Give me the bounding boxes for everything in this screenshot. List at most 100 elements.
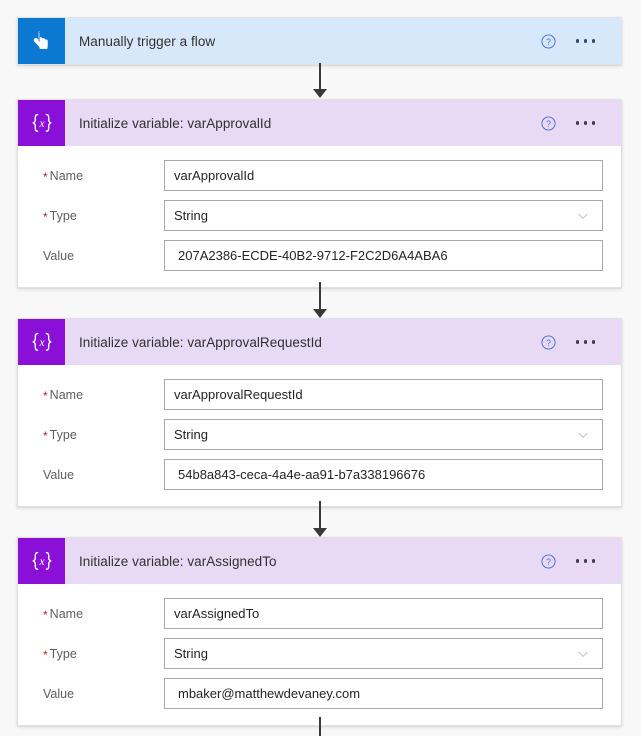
chevron-down-icon[interactable] xyxy=(577,210,589,222)
chevron-down-icon[interactable] xyxy=(577,429,589,441)
field-row-name: * Name varApprovalRequestId xyxy=(36,379,603,410)
connector-arrow-2 xyxy=(313,282,327,318)
curly-braces-x-icon: x xyxy=(18,538,65,584)
field-row-value: Value 54b8a843-ceca-4a4e-aa91-b7a3381966… xyxy=(36,459,603,490)
help-circle-icon[interactable]: ? xyxy=(541,553,556,569)
field-row-name: * Name varAssignedTo xyxy=(36,598,603,629)
field-row-type: * Type String xyxy=(36,419,603,450)
field-label-type: * Type xyxy=(36,428,164,442)
step-header-trigger[interactable]: Manually trigger a flow ? xyxy=(18,18,621,64)
value-input-value: 54b8a843-ceca-4a4e-aa91-b7a338196676 xyxy=(178,467,426,482)
name-input[interactable]: varApprovalRequestId xyxy=(164,379,603,410)
step-header-body: Initialize variable: varApprovalRequestI… xyxy=(65,319,621,365)
name-input-value: varApprovalId xyxy=(174,168,255,183)
step-title: Initialize variable: varAssignedTo xyxy=(79,553,277,569)
field-label-text: Type xyxy=(49,427,77,442)
step-body: * Name varAssignedTo * Type String xyxy=(18,584,621,725)
step-title: Manually trigger a flow xyxy=(79,33,216,49)
type-select-value: String xyxy=(174,646,208,661)
field-label-text: Name xyxy=(49,387,84,402)
svg-text:x: x xyxy=(38,118,45,130)
type-select[interactable]: String xyxy=(164,638,603,669)
flow-step-card-trigger[interactable]: Manually trigger a flow ? xyxy=(17,17,622,65)
curly-braces-x-icon: x xyxy=(18,319,65,365)
step-header-actions: ? xyxy=(541,553,611,569)
field-label-value: Value xyxy=(36,249,164,263)
step-body: * Name varApprovalId * Type String xyxy=(18,146,621,287)
step-header-actions: ? xyxy=(541,33,611,49)
field-label-text: Value xyxy=(43,248,75,263)
step-header-body: Manually trigger a flow ? xyxy=(65,18,621,64)
flow-step-card-init-var-assigned-to[interactable]: x Initialize variable: varAssignedTo ? * xyxy=(17,537,622,726)
step-header-body: Initialize variable: varApprovalId ? xyxy=(65,100,621,146)
step-header-init-var-assigned-to[interactable]: x Initialize variable: varAssignedTo ? xyxy=(18,538,621,584)
step-header-init-var-approval-id[interactable]: x Initialize variable: varApprovalId ? xyxy=(18,100,621,146)
help-circle-icon[interactable]: ? xyxy=(541,115,556,131)
value-input[interactable]: 207A2386-ECDE-40B2-9712-F2C2D6A4ABA6 xyxy=(164,240,603,271)
svg-text:x: x xyxy=(38,337,45,349)
type-select-value: String xyxy=(174,208,208,223)
field-label-value: Value xyxy=(36,468,164,482)
name-input-value: varApprovalRequestId xyxy=(174,387,303,402)
ellipsis-icon[interactable] xyxy=(574,35,597,46)
required-marker: * xyxy=(43,607,48,622)
required-marker: * xyxy=(43,428,48,443)
chevron-down-icon[interactable] xyxy=(577,648,589,660)
curly-braces-x-icon: x xyxy=(18,100,65,146)
step-body: * Name varApprovalRequestId * Type Strin… xyxy=(18,365,621,506)
required-marker: * xyxy=(43,647,48,662)
type-select-value: String xyxy=(174,427,208,442)
field-label-type: * Type xyxy=(36,647,164,661)
field-label-name: * Name xyxy=(36,607,164,621)
step-title: Initialize variable: varApprovalRequestI… xyxy=(79,334,322,350)
svg-text:?: ? xyxy=(546,556,551,566)
required-marker: * xyxy=(43,169,48,184)
svg-text:x: x xyxy=(38,556,45,568)
required-marker: * xyxy=(43,209,48,224)
ellipsis-icon[interactable] xyxy=(574,336,597,347)
field-label-text: Name xyxy=(49,606,84,621)
connector-arrow-3 xyxy=(313,501,327,537)
type-select[interactable]: String xyxy=(164,200,603,231)
field-label-name: * Name xyxy=(36,388,164,402)
svg-text:?: ? xyxy=(546,337,551,347)
type-select[interactable]: String xyxy=(164,419,603,450)
value-input[interactable]: mbaker@matthewdevaney.com xyxy=(164,678,603,709)
field-label-name: * Name xyxy=(36,169,164,183)
field-row-value: Value mbaker@matthewdevaney.com xyxy=(36,678,603,709)
field-label-value: Value xyxy=(36,687,164,701)
field-label-text: Type xyxy=(49,646,77,661)
step-header-body: Initialize variable: varAssignedTo ? xyxy=(65,538,621,584)
name-input-value: varAssignedTo xyxy=(174,606,260,621)
hand-tap-icon xyxy=(18,18,65,64)
field-label-text: Value xyxy=(43,686,75,701)
value-input-value: 207A2386-ECDE-40B2-9712-F2C2D6A4ABA6 xyxy=(178,248,448,263)
field-row-name: * Name varApprovalId xyxy=(36,160,603,191)
svg-text:?: ? xyxy=(546,36,551,46)
flow-step-card-init-var-approval-id[interactable]: x Initialize variable: varApprovalId ? * xyxy=(17,99,622,288)
field-label-text: Type xyxy=(49,208,77,223)
help-circle-icon[interactable]: ? xyxy=(541,33,556,49)
ellipsis-icon[interactable] xyxy=(574,117,597,128)
flow-step-card-init-var-approval-request-id[interactable]: x Initialize variable: varApprovalReques… xyxy=(17,318,622,507)
ellipsis-icon[interactable] xyxy=(574,555,597,566)
required-marker: * xyxy=(43,388,48,403)
step-header-actions: ? xyxy=(541,115,611,131)
name-input[interactable]: varAssignedTo xyxy=(164,598,603,629)
field-row-type: * Type String xyxy=(36,200,603,231)
name-input[interactable]: varApprovalId xyxy=(164,160,603,191)
step-header-init-var-approval-request-id[interactable]: x Initialize variable: varApprovalReques… xyxy=(18,319,621,365)
field-row-value: Value 207A2386-ECDE-40B2-9712-F2C2D6A4AB… xyxy=(36,240,603,271)
field-label-type: * Type xyxy=(36,209,164,223)
field-label-text: Value xyxy=(43,467,75,482)
field-label-text: Name xyxy=(49,168,84,183)
step-header-actions: ? xyxy=(541,334,611,350)
svg-text:?: ? xyxy=(546,118,551,128)
value-input[interactable]: 54b8a843-ceca-4a4e-aa91-b7a338196676 xyxy=(164,459,603,490)
connector-arrow-4 xyxy=(313,717,327,736)
step-title: Initialize variable: varApprovalId xyxy=(79,115,272,131)
help-circle-icon[interactable]: ? xyxy=(541,334,556,350)
field-row-type: * Type String xyxy=(36,638,603,669)
connector-arrow-1 xyxy=(313,63,327,98)
